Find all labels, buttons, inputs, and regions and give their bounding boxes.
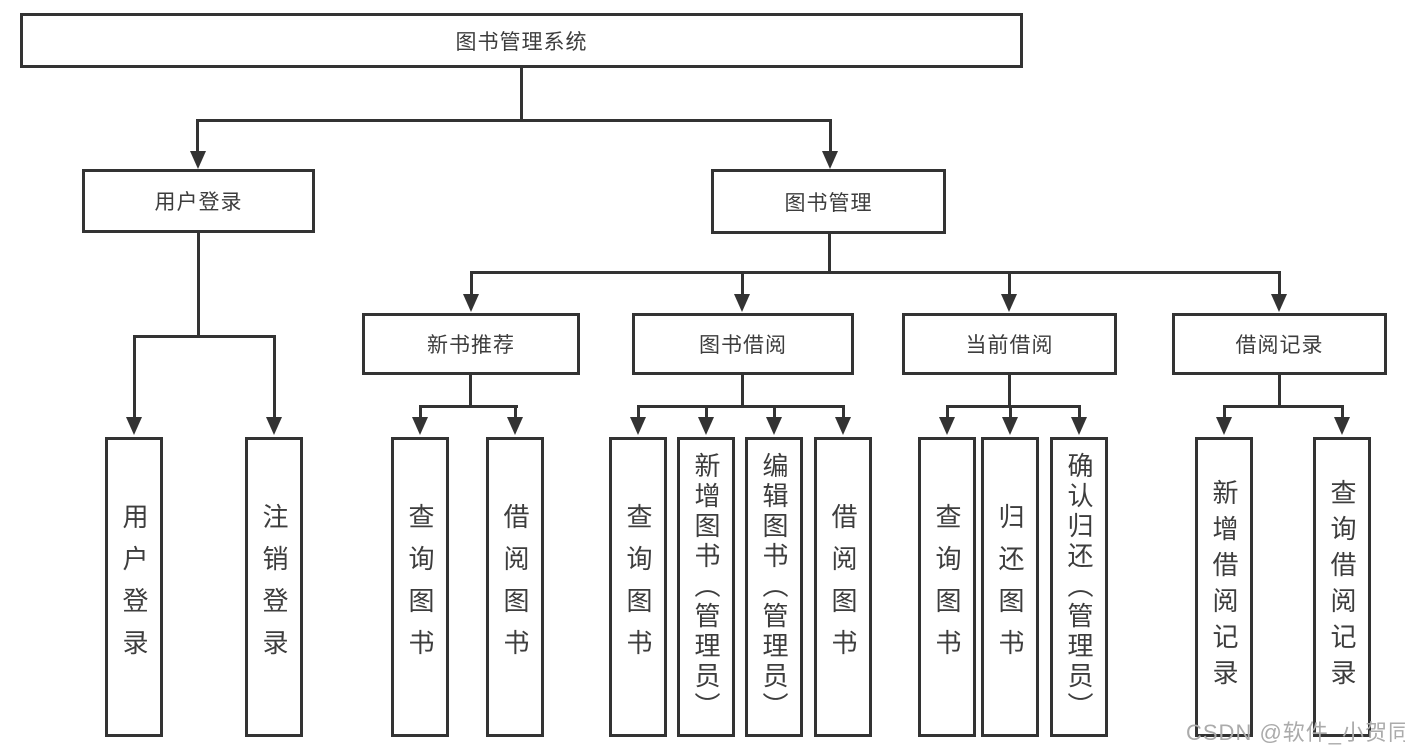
arrow-head-icon: [1002, 417, 1018, 435]
connector-line: [637, 405, 845, 408]
leaf-return-book: 归还图书: [981, 437, 1039, 737]
connector-line: [637, 405, 640, 419]
arrow-head-icon: [734, 294, 750, 312]
arrow-head-icon: [412, 417, 428, 435]
leaf-query-borrow-record-label: 查询借阅记录: [1327, 479, 1357, 695]
connector-line: [741, 271, 744, 296]
node-current-borrow: 当前借阅: [902, 313, 1117, 375]
connector-line: [828, 234, 831, 273]
connector-line: [705, 405, 708, 419]
connector-line: [1223, 405, 1226, 419]
leaf-logout: 注销登录: [245, 437, 303, 737]
arrow-head-icon: [463, 294, 479, 312]
arrow-head-icon: [698, 417, 714, 435]
connector-line: [419, 405, 422, 419]
arrow-head-icon: [1334, 417, 1350, 435]
connector-line: [133, 335, 136, 419]
leaf-logout-label: 注销登录: [259, 503, 289, 671]
leaf-user-login-label: 用户登录: [119, 503, 149, 671]
connector-line: [196, 119, 199, 153]
node-new-book-recommend-label: 新书推荐: [427, 334, 515, 357]
node-root-label: 图书管理系统: [455, 30, 588, 54]
leaf-add-book-admin-label: 新增图书（管理员）: [691, 452, 721, 722]
arrow-head-icon: [1071, 417, 1087, 435]
arrow-head-icon: [1216, 417, 1232, 435]
arrow-head-icon: [766, 417, 782, 435]
arrow-head-icon: [630, 417, 646, 435]
leaf-query-books-borrow: 查询图书: [609, 437, 667, 737]
arrow-head-icon: [939, 417, 955, 435]
node-book-borrow-label: 图书借阅: [699, 334, 787, 357]
leaf-confirm-return-admin-label: 确认归还（管理员）: [1064, 452, 1094, 722]
connector-line: [419, 405, 518, 408]
leaf-query-books-current: 查询图书: [918, 437, 976, 737]
connector-line: [273, 335, 276, 419]
arrow-head-icon: [822, 151, 838, 169]
arrow-head-icon: [190, 151, 206, 169]
connector-line: [946, 405, 949, 419]
node-user-login: 用户登录: [82, 169, 315, 233]
leaf-query-books-borrow-label: 查询图书: [623, 503, 653, 671]
node-book-borrow: 图书借阅: [632, 313, 854, 375]
connector-line: [741, 375, 744, 408]
connector-line: [1008, 271, 1011, 296]
connector-line: [197, 119, 832, 122]
connector-line: [1223, 405, 1344, 408]
arrow-head-icon: [507, 417, 523, 435]
connector-line: [197, 233, 200, 338]
leaf-borrow-books-label: 借阅图书: [828, 503, 858, 671]
connector-line: [1078, 405, 1081, 419]
node-new-book-recommend: 新书推荐: [362, 313, 580, 375]
leaf-query-books-recommend-label: 查询图书: [405, 503, 435, 671]
leaf-return-book-label: 归还图书: [995, 503, 1025, 671]
node-current-borrow-label: 当前借阅: [965, 334, 1054, 357]
connector-line: [1341, 405, 1344, 419]
leaf-confirm-return-admin: 确认归还（管理员）: [1050, 437, 1108, 737]
leaf-borrow-books-recommend-label: 借阅图书: [500, 503, 530, 671]
connector-line: [470, 271, 473, 296]
watermark-text: CSDN @软件_小贺同学: [1186, 720, 1405, 745]
leaf-query-books-recommend: 查询图书: [391, 437, 449, 737]
connector-line: [133, 335, 276, 338]
connector-line: [829, 119, 832, 153]
node-user-login-label: 用户登录: [154, 191, 243, 214]
connector-line: [773, 405, 776, 419]
leaf-add-borrow-record-label: 新增借阅记录: [1209, 479, 1239, 695]
leaf-borrow-books-recommend: 借阅图书: [486, 437, 544, 737]
leaf-user-login: 用户登录: [105, 437, 163, 737]
connector-line: [520, 68, 523, 121]
arrow-head-icon: [126, 417, 142, 435]
leaf-query-borrow-record: 查询借阅记录: [1313, 437, 1371, 737]
leaf-query-books-current-label: 查询图书: [932, 503, 962, 671]
leaf-edit-book-admin: 编辑图书（管理员）: [745, 437, 803, 737]
connector-line: [469, 375, 472, 408]
connector-line: [1009, 405, 1012, 419]
connector-line: [1008, 375, 1011, 408]
arrow-head-icon: [1001, 294, 1017, 312]
leaf-add-borrow-record: 新增借阅记录: [1195, 437, 1253, 737]
leaf-borrow-books: 借阅图书: [814, 437, 872, 737]
arrow-head-icon: [1271, 294, 1287, 312]
leaf-edit-book-admin-label: 编辑图书（管理员）: [759, 452, 789, 722]
connector-line: [514, 405, 517, 419]
node-borrow-records-label: 借阅记录: [1235, 334, 1324, 357]
node-root: 图书管理系统: [20, 13, 1023, 68]
connector-line: [842, 405, 845, 419]
connector-line: [1278, 375, 1281, 408]
connector-line: [470, 271, 1281, 274]
connector-line: [1278, 271, 1281, 296]
node-book-management: 图书管理: [711, 169, 946, 234]
node-borrow-records: 借阅记录: [1172, 313, 1387, 375]
arrow-head-icon: [835, 417, 851, 435]
connector-line: [946, 405, 1081, 408]
node-book-management-label: 图书管理: [784, 191, 873, 215]
arrow-head-icon: [266, 417, 282, 435]
leaf-add-book-admin: 新增图书（管理员）: [677, 437, 735, 737]
